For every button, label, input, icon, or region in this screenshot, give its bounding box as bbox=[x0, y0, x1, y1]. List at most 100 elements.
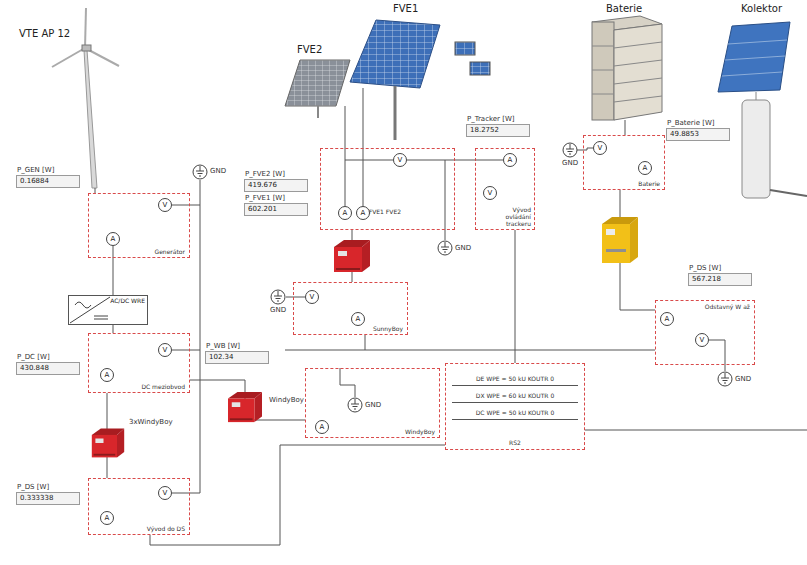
module-box: Odstavný W až A V bbox=[655, 300, 755, 365]
module-box: Vývod do DS V A bbox=[88, 478, 190, 535]
readout-label: P_WB [W] bbox=[205, 342, 269, 351]
readout-value: 0.333338 bbox=[16, 492, 80, 505]
readout-value: 602.201 bbox=[244, 203, 308, 216]
meter-circle: A bbox=[351, 312, 365, 326]
meter-circle: A bbox=[315, 420, 329, 434]
readout-label: P_DS [W] bbox=[688, 264, 752, 273]
meter-letter: V bbox=[159, 199, 171, 211]
meter-letter: A bbox=[101, 512, 113, 524]
inverter-sunnyboy bbox=[334, 240, 370, 272]
readout-box: P_Tracker [W]18.2752 bbox=[466, 115, 530, 137]
box-label: FVE1 FVE2 bbox=[368, 208, 402, 215]
box-label: Odstavný W až bbox=[704, 303, 751, 310]
readout-value: 567.218 bbox=[688, 273, 752, 286]
box-label: Vývod ovládání trackeru bbox=[490, 206, 532, 227]
meter-letter: V bbox=[484, 187, 496, 199]
converter-label: AC/DC WRE bbox=[110, 297, 145, 304]
box-label: Vývod do DS bbox=[146, 525, 186, 532]
meter-letter: A bbox=[357, 207, 369, 219]
meter-circle: A bbox=[338, 206, 352, 220]
ground-label: GND bbox=[454, 244, 472, 252]
box-label: DC meziobvod bbox=[140, 383, 186, 390]
readout-value: 0.16884 bbox=[16, 175, 80, 188]
ground-label: GND bbox=[269, 306, 287, 314]
meter-letter: V bbox=[306, 291, 318, 303]
meter-letter: A bbox=[661, 313, 673, 325]
meter-circle: V bbox=[483, 186, 497, 200]
device-name: WindyBoy bbox=[268, 396, 305, 404]
meter-circle: V bbox=[158, 486, 172, 500]
ground-label: GND bbox=[209, 167, 227, 175]
readout-box: P_WB [W]102.34 bbox=[205, 342, 269, 364]
module-box: GenerátorVA bbox=[88, 193, 190, 258]
meter-circle: V bbox=[593, 141, 607, 155]
unit-name: FVE1 bbox=[392, 3, 419, 15]
meter-letter: A bbox=[316, 421, 328, 433]
meter-letter: A bbox=[339, 207, 351, 219]
readout-value: 430.848 bbox=[16, 362, 80, 375]
readout-label: P_DS [W] bbox=[16, 483, 80, 492]
ground-label: GND bbox=[364, 401, 382, 409]
meter-letter: A bbox=[352, 313, 364, 325]
wire-connector bbox=[113, 325, 114, 333]
readout-box: P_DC [W]430.848 bbox=[16, 353, 80, 375]
readout-value: 102.34 bbox=[205, 351, 269, 364]
readout-box: P_GEN [W]0.16884 bbox=[16, 166, 80, 188]
meter-circle: A bbox=[100, 368, 114, 382]
readout-value: 419.676 bbox=[244, 179, 308, 192]
meter-circle: A bbox=[100, 511, 114, 525]
readout-label: P_FVE2 [W] bbox=[244, 170, 308, 179]
unit-name: Kolektor bbox=[740, 3, 783, 15]
readout-value: 49.8853 bbox=[666, 128, 730, 141]
device-name: 3xWindyBoy bbox=[128, 418, 174, 426]
wire-connector bbox=[150, 445, 445, 545]
module-box: SunnyBoy V A bbox=[293, 282, 408, 335]
inverter-3xwindyboy bbox=[92, 429, 124, 458]
meter-circle: V bbox=[158, 198, 172, 212]
inverter-windyboy bbox=[228, 392, 262, 422]
register-row: DX WPE = 60 kU KOUTR 0 bbox=[452, 386, 578, 403]
readout-box: P_Baterie [W]49.8853 bbox=[666, 119, 730, 141]
meter-circle: A bbox=[106, 232, 120, 246]
meter-circle: A bbox=[503, 153, 517, 167]
meter-letter: V bbox=[394, 154, 406, 166]
box-label: SunnyBoy bbox=[372, 325, 404, 332]
rs-box: DE WPE = 50 kU KOUTR 0DX WPE = 60 kU KOU… bbox=[445, 363, 585, 450]
meter-letter: A bbox=[504, 154, 516, 166]
inverter-battery bbox=[602, 217, 638, 263]
meter-letter: V bbox=[594, 142, 606, 154]
readout-box: P_FVE2 [W]419.676 bbox=[244, 170, 308, 192]
readout-label: P_Tracker [W] bbox=[466, 115, 530, 124]
pv-panels bbox=[285, 20, 490, 140]
register-row: DE WPE = 50 kU KOUTR 0 bbox=[452, 369, 578, 386]
readout-box: P_FVE1 [W]602.201 bbox=[244, 194, 308, 216]
solar-collector bbox=[718, 22, 807, 198]
readout-box: P_DS [W]567.218 bbox=[688, 264, 752, 286]
ground-label: GND bbox=[561, 159, 579, 167]
meter-letter: V bbox=[159, 344, 171, 356]
box-label: RS2 bbox=[446, 439, 584, 446]
meter-letter: V bbox=[159, 487, 171, 499]
converter-box: AC/DC WRE bbox=[68, 295, 148, 325]
unit-name: Baterie bbox=[605, 3, 643, 15]
ground-symbols bbox=[193, 143, 732, 412]
unit-name: FVE2 bbox=[296, 44, 323, 56]
readout-value: 18.2752 bbox=[466, 124, 530, 137]
battery-rack bbox=[592, 16, 662, 135]
meter-circle: A bbox=[356, 206, 370, 220]
meter-circle: A bbox=[660, 312, 674, 326]
module-box: Vývod ovládání trackeru A V bbox=[475, 148, 535, 230]
module-box: DC meziobvod V A bbox=[88, 333, 190, 393]
meter-circle: V bbox=[305, 290, 319, 304]
readout-label: P_FVE1 [W] bbox=[244, 194, 308, 203]
wire-connector bbox=[113, 258, 114, 295]
readout-label: P_GEN [W] bbox=[16, 166, 80, 175]
readout-box: P_DS [W]0.333338 bbox=[16, 483, 80, 505]
readout-label: P_DC [W] bbox=[16, 353, 80, 362]
register-row: DC WPE = 50 kU KOUTR 0 bbox=[452, 403, 578, 420]
ground-label: GND bbox=[734, 375, 752, 383]
meter-circle: A bbox=[638, 161, 652, 175]
meter-letter: V bbox=[696, 334, 708, 346]
